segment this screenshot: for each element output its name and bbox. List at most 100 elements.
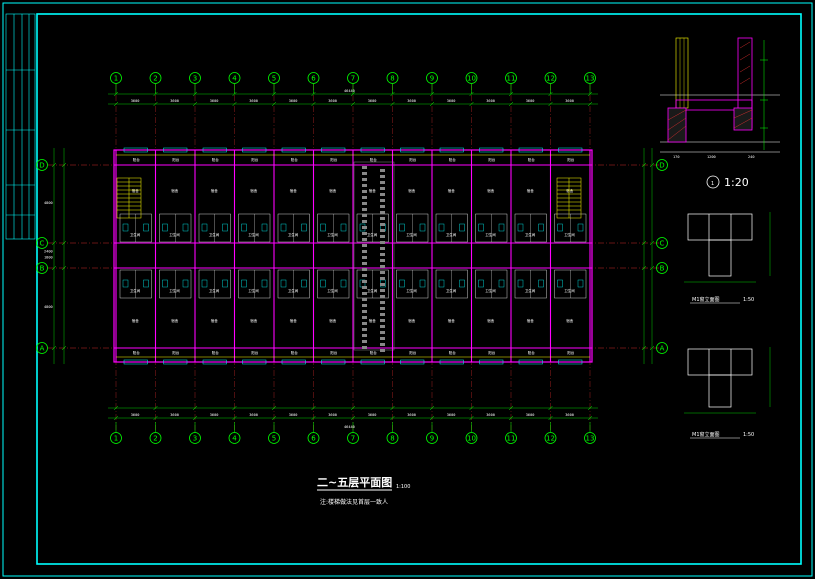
bay-dim: 3600 [249,413,258,417]
toilet-fixture [201,223,208,232]
axis-label-5: 5 [272,435,276,443]
shaft-hatch-mark [362,238,367,241]
window-bottom [518,359,543,365]
dim-tick [649,345,655,351]
stair-left [116,177,142,219]
shaft-hatch-mark [362,220,367,223]
room-label: 宿舍 [408,188,416,193]
bay-dim: 3600 [407,99,416,103]
window-top [321,147,346,153]
axis-label-A: A [40,345,45,353]
dim-tick [649,265,655,271]
room-label: 卫生间 [446,232,457,237]
room-label: 宿舍 [211,188,218,193]
room-label: 宿舍 [329,318,337,323]
room-label: 宿舍 [171,188,178,193]
elevation-1-caption: M1窗立面图 [692,296,720,303]
dim-tick [192,405,198,411]
shaft-hatch-mark [380,277,385,280]
room-label: 宿舍 [487,318,495,323]
axis-bubble-B [656,262,668,274]
dim-tick [232,405,237,411]
room-label: 宿舍 [250,318,258,323]
bay-dim: 3600 [328,413,337,417]
shaft-hatch-mark [380,211,385,214]
binding-strip [5,13,36,240]
toilet-fixture [182,279,189,288]
axis-label-6: 6 [311,435,316,443]
shaft-hatch-mark [362,334,367,337]
dim-tick [271,415,277,421]
room-label: 宿舍 [132,318,139,323]
room-label: 卫生间 [288,232,299,237]
shaft-hatch-mark [380,307,385,310]
room-label: 卫生间 [406,288,417,293]
toilet-fixture [261,279,268,288]
axis-bubble-B [36,262,48,274]
bay-dim: 3600 [131,99,140,103]
axis-label-D: D [659,162,664,170]
room-label: 卫生间 [525,232,536,237]
toilet-fixture [419,279,426,288]
toilet-fixture [498,279,505,288]
bay-dim: 3600 [131,413,140,417]
shaft-hatch-mark [362,250,367,253]
detail-dim-1: 170 [673,155,680,159]
axis-label-2: 2 [153,435,157,443]
dim-tick [508,405,514,411]
room-label: 卫生间 [525,288,536,293]
room-label: 卫生间 [327,232,338,237]
room-label: 宿舍 [527,318,535,323]
dim-tick [641,240,647,246]
room-label: 宿舍 [369,318,377,323]
window-bottom [400,359,425,365]
shaft-hatch-mark [362,286,367,289]
stair-right [556,177,582,219]
room-label: 宿舍 [329,188,337,193]
dimension-lines: 3600360036003600360036003600360036003600… [44,91,655,421]
axis-label-8: 8 [390,75,394,83]
shaft-hatch-mark [362,346,367,349]
room-label: 卫生间 [169,232,180,237]
room-label: 阳台 [528,157,536,162]
bay-dim: 3600 [447,413,456,417]
room-label: 阳台 [488,350,496,355]
axis-label-8: 8 [390,435,394,443]
dim-tick [641,345,647,351]
shaft-hatch-mark [362,232,367,235]
dim-tick [649,240,655,246]
room-label: 宿舍 [566,318,574,323]
dim-tick [649,162,655,168]
dim-tick [271,101,277,107]
shaft-hatch-mark [362,190,367,193]
plan-scale: 1:100 [396,484,410,490]
window-top [439,147,464,153]
bay-dim: 3600 [565,413,574,417]
detail-number: 1 [711,181,714,187]
room-label: 卫生间 [446,288,457,293]
side-dim: 2400 [44,250,53,254]
toilet-fixture [122,279,129,288]
window-top [360,147,385,153]
window-top [123,147,148,153]
axis-label-C: C [40,240,45,248]
toilet-fixture [301,279,307,288]
room-label: 阳台 [330,157,338,162]
dim-tick [51,345,57,351]
walls [113,149,593,363]
room-label: 卫生间 [248,288,259,293]
shaft-hatch-mark [362,274,367,277]
shaft-hatch-mark [380,283,385,286]
window-bottom [360,359,385,365]
room-label: 阳台 [133,157,140,162]
room-label: 阳台 [172,350,179,355]
room-label: 阳台 [172,157,179,162]
shaft-hatch-mark [380,289,385,292]
axis-label-13: 13 [586,435,595,443]
toilet-fixture [399,223,405,232]
axis-bubble-C [656,237,668,249]
dim-tick [429,101,435,107]
window-top [518,147,543,153]
